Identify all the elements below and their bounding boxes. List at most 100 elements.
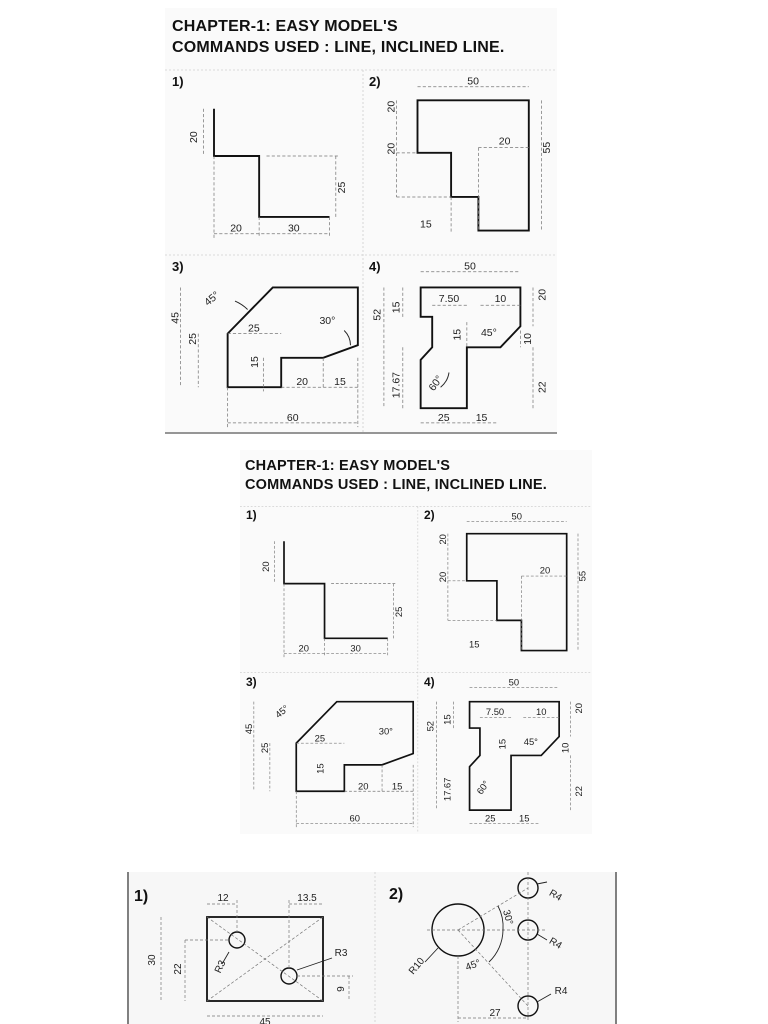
bottom-fig2-radius-r10: R10: [407, 956, 428, 977]
fig4-dim-10-top: 10: [495, 293, 507, 305]
fig4-dim-15-center-copy: 15: [496, 739, 507, 749]
fig2-drawing: 50 20 20 20 55 15: [385, 76, 553, 232]
worksheet-panel-lower: CHAPTER-1: EASY MODEL'S COMMANDS USED : …: [240, 450, 592, 834]
fig4-dim-10-right: 10: [522, 333, 534, 345]
fig2-dim-50-copy: 50: [511, 511, 521, 522]
fig2-dim-20-mid: 20: [385, 143, 397, 155]
bottom-fig1-dim-45: 45: [259, 1017, 271, 1024]
fig4-angle-45: 45°: [481, 327, 497, 339]
fig1-dim-25: 25: [336, 182, 348, 194]
fig4-dim-22-copy: 22: [573, 786, 584, 796]
fig3-angle-30-copy: 30°: [379, 726, 393, 737]
bottom-fig1-radius-r3-b: R3: [335, 948, 348, 959]
fig3-dim-15-bottom-copy: 15: [392, 780, 402, 791]
bottom-fig2-radius-r4-a: R4: [547, 888, 564, 904]
fig3-dim-25-left: 25: [187, 333, 199, 345]
fig2-dim-20-mid-copy: 20: [437, 572, 448, 582]
fig3-dim-60-copy: 60: [349, 812, 359, 823]
circle-drawing-sheet: 12 13.5 30 22 R3 R3 6 45: [127, 872, 617, 1024]
fig1-dim-25-copy: 25: [393, 607, 404, 617]
fig3-dim-15-vertical-copy: 15: [315, 763, 326, 773]
title-line-2: COMMANDS USED : LINE, INCLINED LINE.: [172, 39, 505, 56]
fig4-drawing-copy: 50 52 15 7.50 10 20 15 45° 10 17.67 60° …: [425, 677, 584, 824]
fig3-dim-15-bottom: 15: [334, 376, 346, 388]
fig4-dim-7-50-copy: 7.50: [486, 706, 504, 717]
fig2-dim-20-inner-copy: 20: [540, 564, 550, 575]
fig2-dim-20-top: 20: [385, 101, 397, 113]
fig1-dim-20-horizontal: 20: [230, 223, 242, 235]
fig4-dim-15-bottom-copy: 15: [519, 812, 529, 823]
title-line-1: CHAPTER-1: EASY MODEL'S: [172, 18, 398, 35]
exercise-number-4-copy: 4): [424, 675, 435, 689]
bottom-fig1-dim-12: 12: [217, 893, 229, 904]
bottom-fig1-dim-30: 30: [147, 954, 158, 966]
fig3-dim-15-vertical: 15: [249, 356, 261, 368]
worksheet-panel-upper: CHAPTER-1: EASY MODEL'S COMMANDS USED : …: [165, 8, 557, 434]
bottom-fig2-drawing: R4 R4 R4 30° R10 45° 27: [407, 872, 568, 1022]
fig4-angle-45-copy: 45°: [524, 736, 538, 747]
bottom-fig2-angle-30: 30°: [500, 909, 515, 926]
fig4-dim-50-copy: 50: [509, 677, 519, 688]
bottom-fig2-dim-27: 27: [489, 1008, 501, 1019]
fig3-dim-20-copy: 20: [358, 780, 368, 791]
exercise-number-1-copy: 1): [246, 508, 257, 522]
fig4-dim-20-right-copy: 20: [573, 703, 584, 713]
fig3-dim-25-left-copy: 25: [259, 743, 270, 753]
fig2-dim-15-copy: 15: [469, 639, 479, 650]
fig4-angle-60-copy: 60°: [474, 778, 491, 796]
fig4-dim-10-top-copy: 10: [536, 706, 546, 717]
fig3-drawing-copy: 45° 45 25 25 30° 15 20 15 60: [243, 700, 415, 828]
fig4-dim-25: 25: [438, 412, 450, 424]
fig2-dim-50: 50: [467, 76, 479, 88]
exercise-number-4: 4): [369, 259, 381, 274]
fig4-drawing: 50 52 15 7.50 10 20 15 45° 10 17.67 60° …: [372, 261, 549, 424]
fig4-dim-25-copy: 25: [485, 812, 495, 823]
fig2-dim-55: 55: [541, 142, 553, 154]
bottom-exercise-number-2: 2): [389, 886, 404, 903]
fig2-dim-20-inner: 20: [499, 135, 511, 147]
exercise-number-3-copy: 3): [246, 675, 257, 689]
drawing-sheet-copy: 20 25 20 30 50 20 20 20 55 15: [240, 506, 592, 834]
bottom-fig1-radius-r3-a: R3: [213, 958, 229, 975]
fig3-drawing: 45° 45 25 25 30° 15 20 15 60: [169, 286, 359, 428]
page-title-copy: CHAPTER-1: EASY MODEL'S COMMANDS USED : …: [245, 457, 547, 495]
fig1-dim-20-vertical: 20: [188, 131, 200, 143]
fig4-dim-20-right: 20: [537, 289, 549, 301]
drawing-sheet: 20 25 20 30 50 20 20 20 55 15: [165, 69, 557, 434]
exercise-number-3: 3): [172, 259, 184, 274]
fig2-dim-20-top-copy: 20: [437, 534, 448, 544]
fig3-angle-45-copy: 45°: [273, 702, 291, 720]
fig1-drawing-copy: 20 25 20 30: [260, 541, 404, 658]
title-line-1-copy: CHAPTER-1: EASY MODEL'S: [245, 458, 451, 474]
bottom-fig1-dim-13-5: 13.5: [297, 893, 317, 904]
fig3-dim-45: 45: [169, 312, 181, 324]
exercise-number-2-copy: 2): [424, 508, 435, 522]
fig4-dim-17-67-copy: 17.67: [442, 778, 453, 802]
page-title: CHAPTER-1: EASY MODEL'S COMMANDS USED : …: [172, 16, 505, 58]
fig3-dim-60: 60: [287, 412, 299, 424]
fig2-dim-15: 15: [420, 218, 432, 230]
bottom-exercise-number-1: 1): [134, 888, 149, 905]
fig4-dim-15-bottom: 15: [476, 412, 488, 424]
fig4-dim-22: 22: [537, 381, 549, 393]
bottom-fig1-dim-6: 6: [334, 986, 345, 992]
bottom-fig2-radius-r4-c: R4: [555, 986, 568, 997]
fig2-dim-55-copy: 55: [577, 571, 588, 581]
bottom-fig1-dim-22: 22: [173, 963, 184, 975]
bottom-fig2-radius-r4-b: R4: [547, 936, 564, 952]
bottom-fig1-drawing: 12 13.5 30 22 R3 R3 6 45: [147, 893, 353, 1024]
fig4-dim-17-67: 17.67: [391, 372, 403, 398]
fig3-angle-30: 30°: [319, 315, 335, 327]
title-line-2-copy: COMMANDS USED : LINE, INCLINED LINE.: [245, 477, 548, 493]
worksheet-panel-bottom: 12 13.5 30 22 R3 R3 6 45: [127, 872, 617, 1024]
fig2-drawing-copy: 50 20 20 20 55 15: [437, 511, 588, 652]
fig4-dim-50: 50: [464, 261, 476, 273]
fig4-dim-10-right-copy: 10: [560, 743, 571, 753]
fig3-angle-45: 45°: [202, 289, 222, 308]
fig3-dim-25-inner: 25: [248, 323, 260, 335]
bottom-fig2-angle-45: 45°: [464, 958, 482, 974]
fig3-dim-25-inner-copy: 25: [315, 732, 325, 743]
exercise-number-1: 1): [172, 74, 184, 89]
fig4-dim-15-left-copy: 15: [442, 714, 453, 724]
fig1-dim-20-vertical-copy: 20: [260, 561, 271, 571]
